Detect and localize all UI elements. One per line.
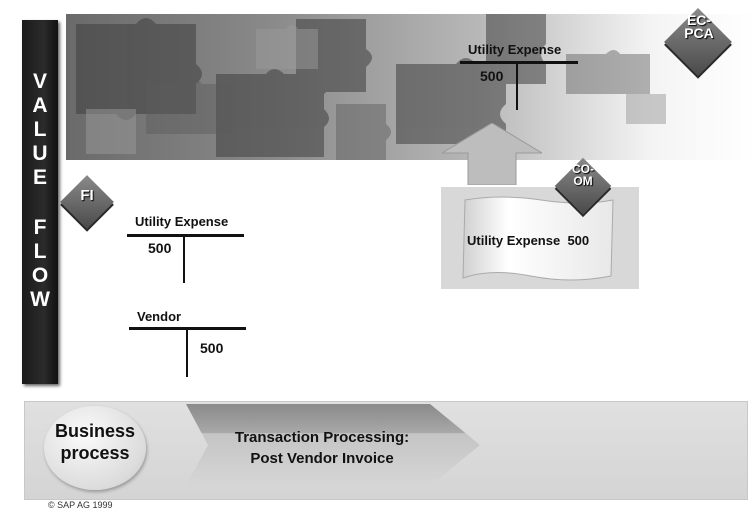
t-account-stem: [183, 235, 185, 283]
co-document-text: Utility Expense 500: [467, 233, 590, 248]
ecpca-account-title: Utility Expense: [468, 42, 562, 57]
value-flow-letter: F: [33, 216, 47, 239]
value-flow-letter: A: [32, 94, 48, 117]
fi-expense-title: Utility Expense: [135, 214, 229, 229]
fi-tag-label: FI: [80, 187, 94, 204]
value-flow-letter: W: [30, 288, 50, 311]
up-arrow-icon: [442, 123, 542, 185]
value-flow-letter: V: [32, 70, 47, 93]
value-flow-bar: V A L U E F L O W: [22, 20, 58, 384]
value-flow-letter: O: [31, 264, 49, 287]
fi-vendor-title: Vendor: [137, 309, 182, 324]
value-flow-letter: L: [33, 240, 47, 263]
document-paper-icon: [462, 196, 614, 281]
puzzle-pieces-image: [76, 14, 666, 160]
coom-tag-label: CO- OM: [572, 162, 594, 188]
transaction-processing-text: Transaction Processing: Post Vendor Invo…: [234, 429, 410, 467]
t-account-stem: [516, 62, 518, 110]
ecpca-tag-label: EC- PCA: [684, 12, 714, 41]
ecpca-debit-value: 500: [480, 68, 504, 84]
transaction-chevron-shape: [186, 404, 480, 486]
value-flow-letter: E: [32, 166, 47, 189]
t-account-bar: [127, 234, 244, 237]
fi-expense-debit: 500: [148, 240, 172, 256]
puzzle-banner: [66, 14, 756, 160]
t-account-stem: [186, 328, 188, 377]
copyright-text: © SAP AG 1999: [48, 500, 113, 510]
value-flow-letter: U: [32, 142, 48, 165]
business-process-oval: [44, 406, 146, 490]
t-account-bar: [460, 61, 578, 64]
business-process-label: Business process: [54, 421, 136, 463]
value-flow-letter: L: [33, 118, 47, 141]
fi-vendor-credit: 500: [200, 340, 224, 356]
